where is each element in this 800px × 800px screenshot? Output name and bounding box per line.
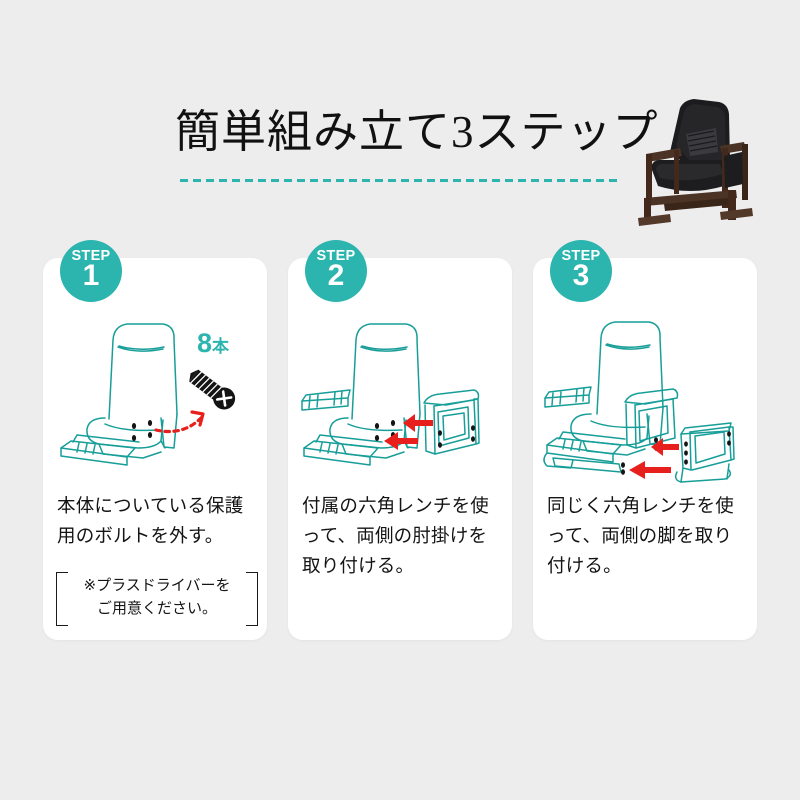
step-1-illustration: 8本 — [43, 302, 267, 492]
product-chair-illustration — [638, 99, 753, 226]
red-dotted-arrow — [154, 410, 205, 434]
step-badge-3-word: STEP — [561, 248, 601, 264]
step-card-2: 付属の六角レンチを使って、両側の肘掛けを取り付ける。 — [288, 258, 512, 640]
note-line-1: ※プラスドライバーを — [83, 576, 231, 594]
step-badge-1-number: 1 — [82, 259, 100, 292]
step-3-illustration — [533, 302, 757, 492]
step-badge-1-word: STEP — [71, 248, 111, 264]
bolt-holes-leg — [684, 431, 731, 465]
bolt-holes-armrest — [438, 425, 475, 448]
step-1-caption: 本体についている保護用のボルトを外す。 — [57, 496, 244, 547]
step-2-illustration — [288, 302, 512, 492]
step-1-note-text: ※プラスドライバーを ご用意ください。 — [70, 574, 244, 620]
step-badge-1: STEP 1 — [60, 240, 122, 302]
chair-protective-bolt-diagram — [60, 323, 236, 466]
note-line-2: ご用意ください。 — [96, 599, 217, 617]
bracket-right-icon — [246, 572, 258, 626]
chair-leg-diagram — [543, 321, 735, 483]
bolt-holes — [131, 420, 153, 441]
red-arrow-lower — [629, 461, 671, 479]
quantity-unit: 本 — [212, 337, 230, 357]
title-divider — [180, 179, 622, 182]
quantity-number: 8 — [197, 328, 213, 358]
phillips-bolt — [189, 369, 236, 410]
step-badge-2-word: STEP — [316, 248, 356, 264]
step-badge-3: STEP 3 — [550, 240, 612, 302]
step-2-caption: 付属の六角レンチを使って、両側の肘掛けを取り付ける。 — [302, 496, 490, 577]
quantity-label: 8本 — [197, 328, 229, 359]
step-card-1: 8本 本体についている保護用のボルトを外す。 ※プラスドライバーを ご用意くださ… — [43, 258, 267, 640]
step-badge-3-number: 3 — [572, 259, 590, 292]
bracket-left-icon — [56, 572, 68, 626]
step-3-caption: 同じく六角レンチを使って、両側の脚を取り付ける。 — [547, 496, 735, 577]
step-card-3: 同じく六角レンチを使って、両側の脚を取り付ける。 — [533, 258, 757, 640]
step-badge-2: STEP 2 — [305, 240, 367, 302]
red-arrow-upper — [403, 414, 433, 432]
header: 簡単組み立て3ステップ — [0, 0, 800, 240]
step-badge-2-number: 2 — [327, 259, 345, 292]
step-1-note: ※プラスドライバーを ご用意ください。 — [56, 570, 258, 628]
page-title: 簡単組み立て3ステップ — [175, 107, 659, 157]
red-arrow-lower — [384, 432, 418, 450]
product-photo — [624, 86, 774, 236]
red-arrow-upper — [651, 438, 679, 456]
chair-armrest-diagram — [301, 323, 480, 466]
